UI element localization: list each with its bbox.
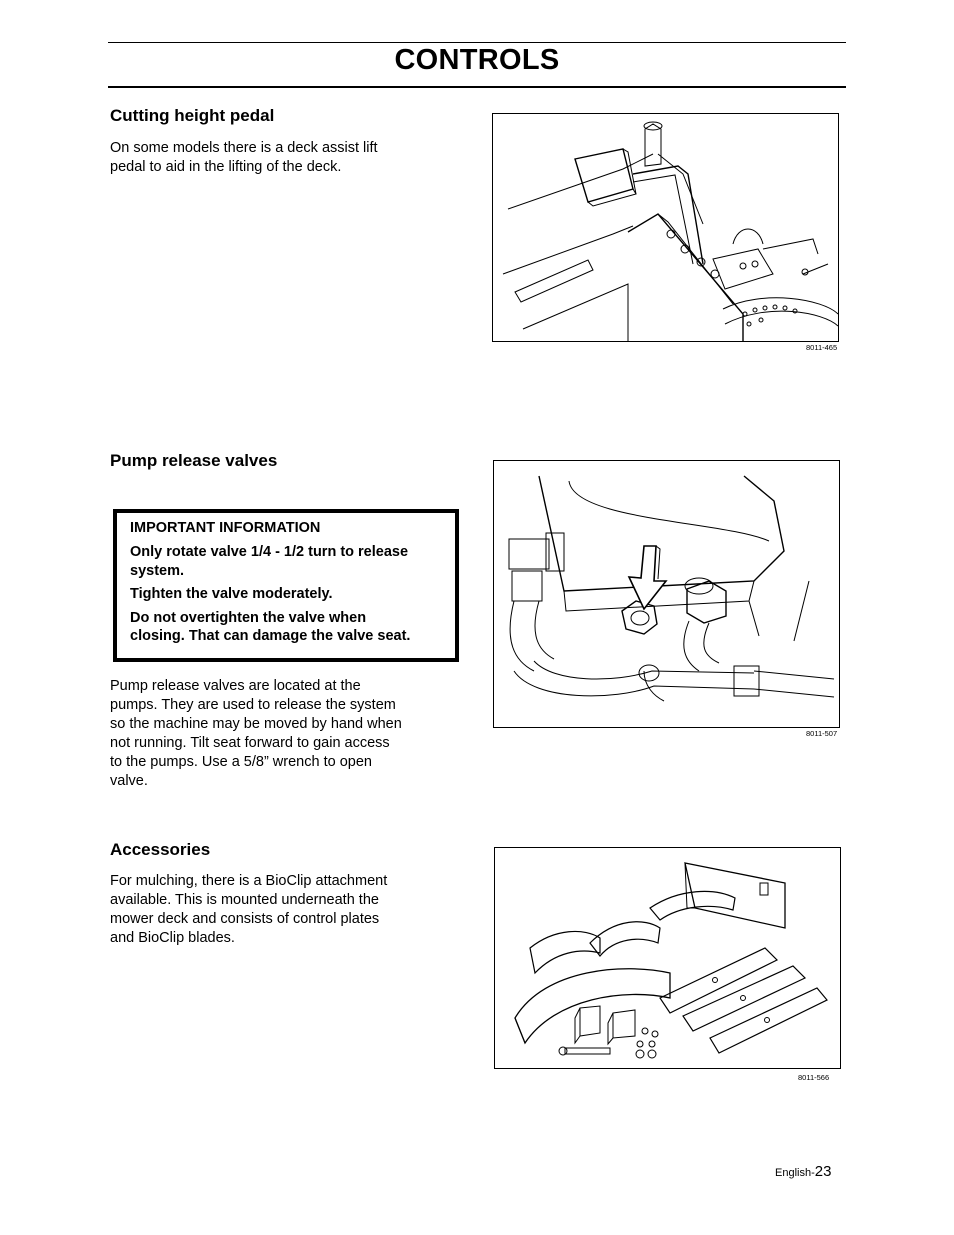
info-line: Do not overtighten the valve when bbox=[130, 610, 367, 626]
info-line: Tighten the valve moderately. bbox=[130, 586, 333, 602]
text-line: mower deck and consists of control plate… bbox=[110, 911, 380, 927]
figure-accessories bbox=[494, 847, 841, 1069]
text-line: valve. bbox=[110, 773, 148, 789]
text-line: For mulching, there is a BioClip attachm… bbox=[110, 873, 388, 889]
text-line: so the machine may be moved by hand when bbox=[110, 716, 402, 732]
figure-code-cutting: 8011-465 bbox=[806, 343, 838, 352]
figure-cutting-height-pedal bbox=[492, 113, 839, 342]
header-bottom-rule bbox=[108, 86, 846, 88]
section-heading-pump-release-valves: Pump release valves bbox=[110, 451, 278, 470]
footer-language: English- bbox=[775, 1167, 815, 1179]
important-information-box: IMPORTANT INFORMATION Only rotate valve … bbox=[113, 509, 459, 662]
info-title: IMPORTANT INFORMATION bbox=[130, 520, 321, 536]
page-title: CONTROLS bbox=[394, 44, 560, 76]
accessories-text: For mulching, there is a BioClip attachm… bbox=[110, 872, 387, 948]
page-number: 23 bbox=[814, 1163, 832, 1180]
text-line: and BioClip blades. bbox=[110, 930, 235, 946]
text-line: pumps. They are used to release the syst… bbox=[110, 697, 396, 713]
info-line: closing. That can damage the valve seat. bbox=[130, 628, 411, 644]
text-line: pedal to aid in the lifting of the deck. bbox=[110, 159, 342, 175]
section-heading-cutting-height-pedal: Cutting height pedal bbox=[110, 106, 275, 125]
info-line: system. bbox=[130, 563, 185, 579]
cutting-height-text: On some models there is a deck assist li… bbox=[110, 139, 378, 177]
text-line: available. This is mounted underneath th… bbox=[110, 892, 379, 908]
text-line: Pump release valves are located at the bbox=[110, 678, 361, 694]
figure-pump-release-valves bbox=[493, 460, 840, 728]
figure-code-pump: 8011-507 bbox=[806, 729, 838, 738]
text-line: to the pumps. Use a 5/8” wrench to open bbox=[110, 754, 372, 770]
figure-code-accessories: 8011-566 bbox=[798, 1073, 830, 1082]
header-top-rule bbox=[108, 42, 846, 43]
info-line: Only rotate valve 1/4 - 1/2 turn to rele… bbox=[130, 544, 409, 560]
text-line: not running. Tilt seat forward to gain a… bbox=[110, 735, 390, 751]
text-line: On some models there is a deck assist li… bbox=[110, 140, 378, 156]
page-footer: English-23 bbox=[775, 1163, 831, 1180]
section-heading-accessories: Accessories bbox=[110, 840, 211, 859]
pump-release-text: Pump release valves are located at the p… bbox=[110, 677, 402, 791]
